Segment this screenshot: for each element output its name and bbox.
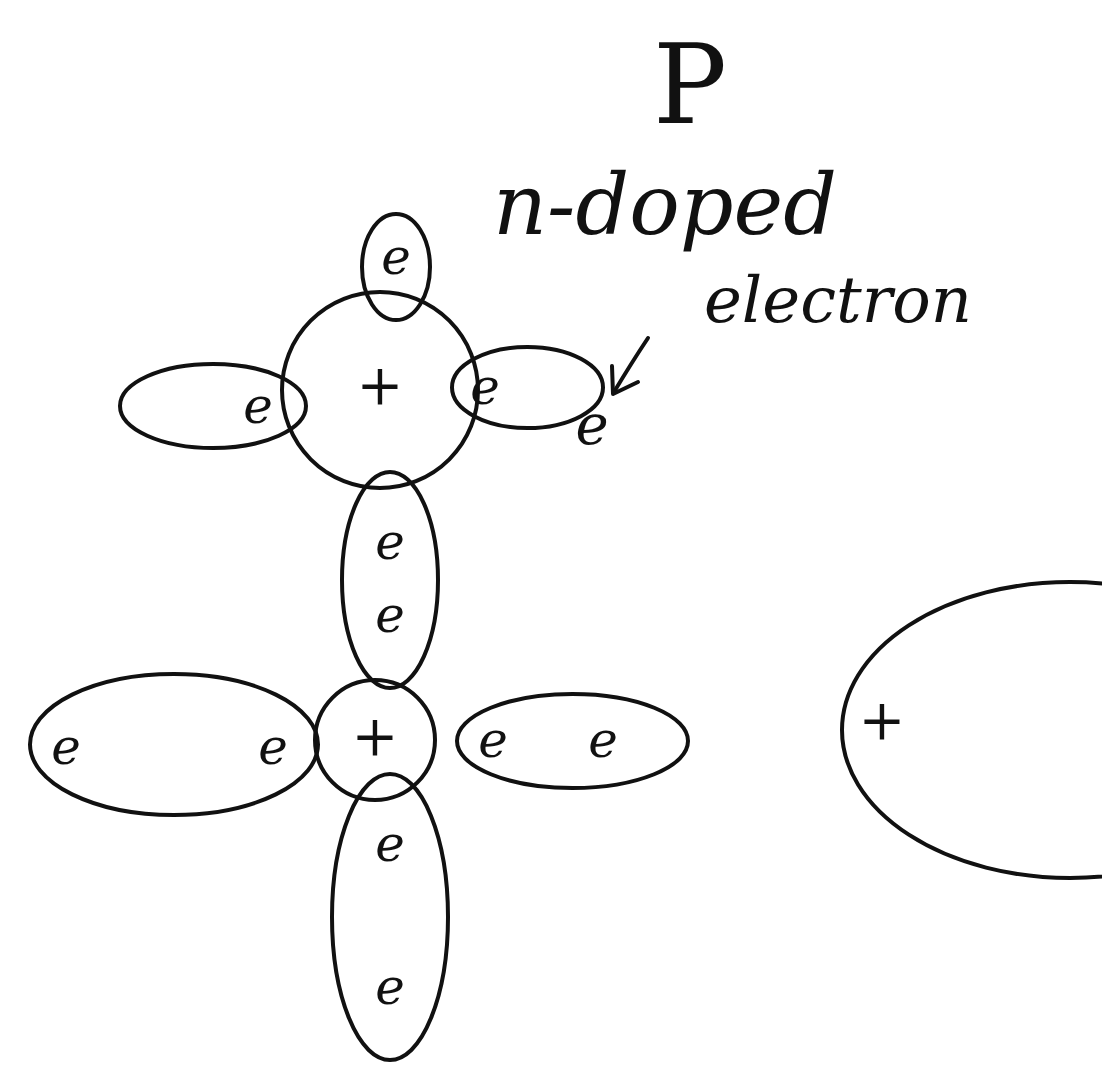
- nucleus-charge: +: [859, 692, 906, 748]
- bond-lobe: ee: [340, 470, 440, 690]
- atom-circle: +: [280, 290, 480, 490]
- bond-lobe-outline: [330, 772, 450, 1062]
- electron-symbol: e: [575, 397, 608, 453]
- electron-symbol: e: [375, 819, 405, 869]
- atom-circle: +: [840, 580, 1102, 880]
- electron-symbol: e: [381, 232, 411, 282]
- electron-symbol: e: [470, 362, 500, 412]
- electron-symbol: e: [51, 722, 81, 772]
- arrow-head: [612, 366, 638, 394]
- element-symbol: P: [653, 30, 727, 140]
- electron-symbol: e: [375, 590, 405, 640]
- electron-symbol: e: [375, 962, 405, 1012]
- doping-label: n-doped: [493, 163, 837, 247]
- electron-symbol: e: [243, 381, 273, 431]
- nucleus-charge: +: [352, 708, 399, 764]
- orbital-lobe-outline: [118, 362, 308, 450]
- bond-lobe-outline: [340, 470, 440, 690]
- callout-label: electron: [704, 268, 972, 332]
- atom-circle: +: [313, 678, 437, 802]
- electron-symbol: e: [258, 722, 288, 772]
- bond-lobe: ee: [28, 672, 320, 817]
- electron-symbol: e: [375, 517, 405, 567]
- electron-symbol: e: [478, 715, 508, 765]
- electron-symbol: e: [588, 715, 618, 765]
- orbital-lobe: e: [360, 212, 432, 322]
- bond-lobe: ee: [330, 772, 450, 1062]
- bond-lobe: ee: [455, 692, 690, 790]
- orbital-lobe: e: [118, 362, 308, 450]
- nucleus-charge: +: [357, 357, 404, 413]
